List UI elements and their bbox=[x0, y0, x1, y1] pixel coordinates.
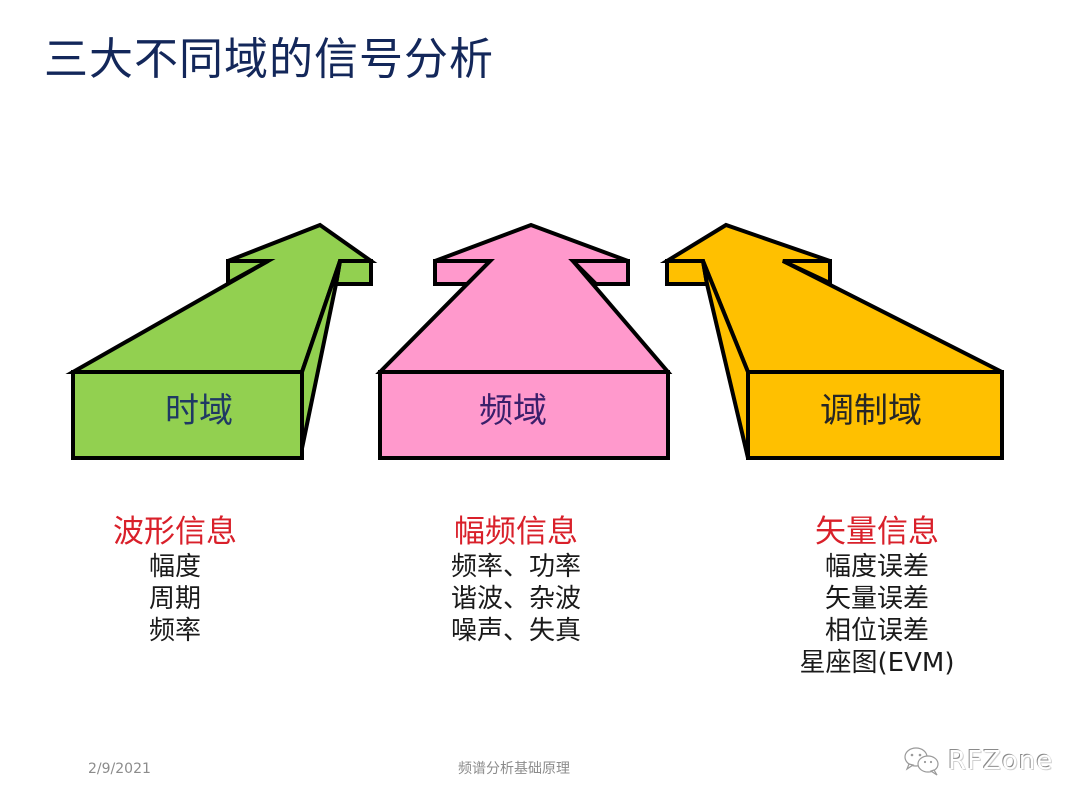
watermark: RFZone bbox=[902, 745, 1053, 777]
modulation-domain-info: 矢量信息 幅度误差 矢量误差 相位误差 星座图(EVM) bbox=[777, 513, 977, 679]
frequency-domain-label: 频域 bbox=[479, 391, 547, 431]
info-title: 矢量信息 bbox=[815, 514, 939, 550]
time-domain-arrow bbox=[65, 222, 378, 460]
info-item: 矢量误差 bbox=[824, 584, 929, 614]
frequency-domain-info: 幅频信息 频率、功率 谐波、杂波 噪声、失真 bbox=[416, 513, 616, 647]
footer-date: 2/9/2021 bbox=[88, 761, 151, 777]
time-domain-label: 时域 bbox=[165, 391, 233, 431]
watermark-text: RFZone bbox=[948, 746, 1054, 776]
modulation-domain-label: 调制域 bbox=[820, 391, 922, 431]
time-domain-info: 波形信息 幅度 周期 频率 bbox=[75, 513, 275, 647]
footer-center-text: 频谱分析基础原理 bbox=[458, 761, 570, 777]
info-item: 相位误差 bbox=[824, 616, 929, 646]
info-item: 幅度 bbox=[148, 552, 201, 582]
info-item: 频率、功率 bbox=[450, 552, 581, 582]
info-item: 幅度误差 bbox=[824, 552, 929, 582]
info-item: 频率 bbox=[148, 616, 201, 646]
info-title: 波形信息 bbox=[113, 514, 237, 550]
info-item: 噪声、失真 bbox=[450, 616, 581, 646]
info-item: 星座图(EVM) bbox=[799, 648, 955, 678]
info-item: 谐波、杂波 bbox=[450, 584, 581, 614]
info-item: 周期 bbox=[148, 584, 201, 614]
info-title: 幅频信息 bbox=[454, 514, 578, 550]
frequency-domain-arrow bbox=[375, 222, 673, 460]
wechat-icon bbox=[904, 747, 939, 776]
modulation-domain-arrow bbox=[659, 222, 1004, 460]
slide-title: 三大不同域的信号分析 bbox=[44, 34, 494, 85]
